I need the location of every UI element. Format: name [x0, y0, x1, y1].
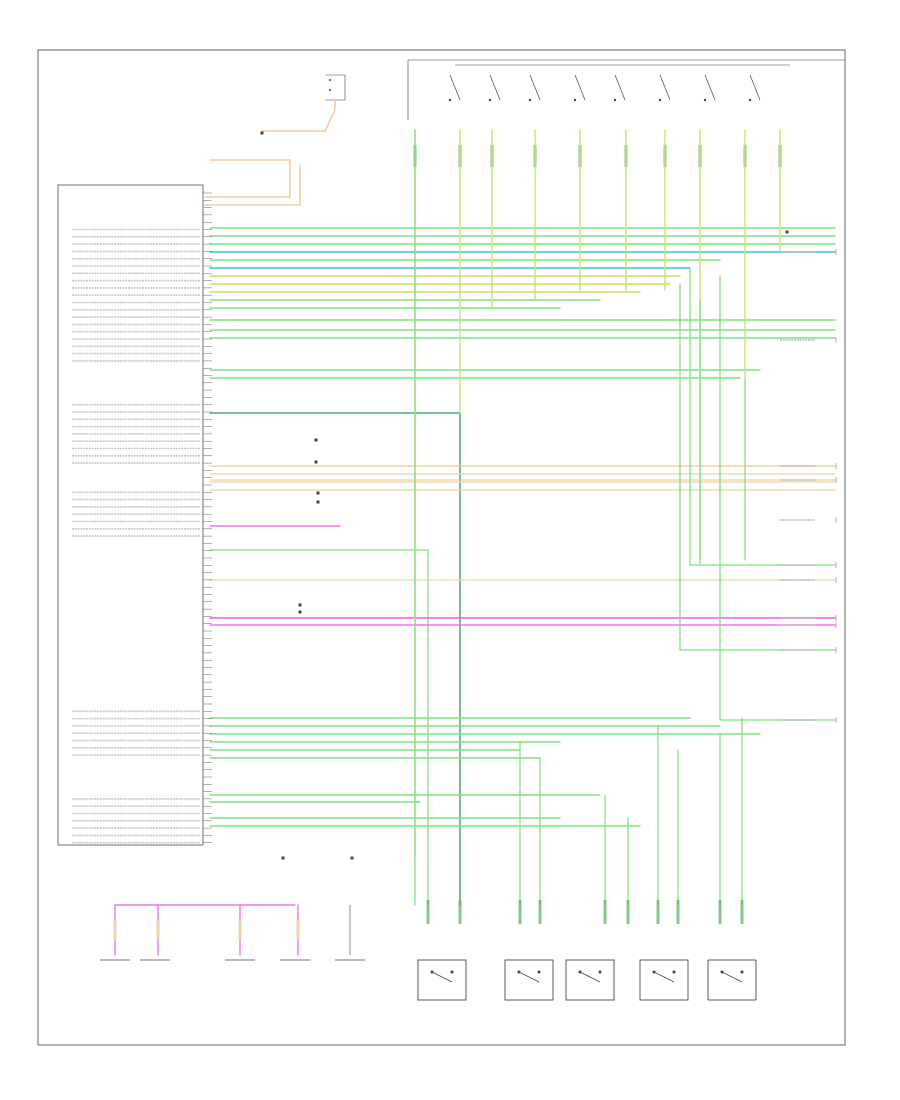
ground-symbols	[260, 131, 789, 860]
wire-connector	[626, 900, 630, 924]
sensor-node	[537, 970, 541, 974]
switch-node	[748, 98, 752, 102]
switch-node	[613, 98, 617, 102]
sensor-node	[740, 970, 744, 974]
switch-contact	[614, 74, 626, 101]
switch-contact	[449, 74, 461, 101]
wire-connector	[676, 900, 680, 924]
harness-wires	[204, 99, 836, 906]
switch-node	[528, 98, 532, 102]
wire-connector	[740, 900, 744, 924]
wire-connector	[518, 900, 522, 924]
ground-symbol	[314, 460, 318, 464]
control-module-box	[57, 184, 204, 846]
feed-wire	[261, 99, 336, 132]
sensor-box	[639, 959, 689, 1001]
sensor-box	[504, 959, 554, 1001]
ground-symbol	[281, 856, 285, 860]
top-switches	[413, 74, 782, 167]
switch-node	[488, 98, 492, 102]
teal-harness-wire	[209, 412, 461, 906]
ground-symbol	[298, 603, 302, 607]
switch-node	[573, 98, 577, 102]
sensor-contact	[518, 971, 540, 983]
sensor-box	[565, 959, 615, 1001]
wire-connector	[156, 920, 160, 940]
wire-connector	[603, 900, 607, 924]
sensor-contact	[431, 971, 453, 983]
feed-wire	[204, 159, 291, 198]
switch-contact	[659, 74, 671, 101]
connector-tags	[780, 249, 837, 723]
wire-connector	[458, 900, 462, 924]
ground-symbol	[316, 500, 320, 504]
sensor-contact	[653, 971, 675, 983]
switch-node	[703, 98, 707, 102]
switch-contact	[574, 74, 586, 101]
sensor-contact	[721, 971, 743, 983]
wire-connector	[718, 900, 722, 924]
ground-symbol	[316, 491, 320, 495]
sensor-node	[598, 970, 602, 974]
wire-connector	[238, 920, 242, 940]
sensor-box	[707, 959, 757, 1001]
switch-contact	[749, 74, 761, 101]
sensor-node	[450, 970, 454, 974]
vertical-wires	[414, 129, 836, 906]
diagram-frame	[37, 49, 846, 1046]
top-connector	[325, 74, 346, 101]
feed-wire	[204, 164, 301, 206]
wire-connector	[538, 900, 542, 924]
switch-node	[658, 98, 662, 102]
ground-symbol	[260, 131, 264, 135]
ground-symbol	[350, 856, 354, 860]
wire-connector	[113, 920, 117, 940]
wire-connector	[296, 920, 300, 940]
switch-contact	[529, 74, 541, 101]
switch-node	[448, 98, 452, 102]
wire-connector	[656, 900, 660, 924]
sensor-contact	[579, 971, 601, 983]
sensor-node	[672, 970, 676, 974]
ground-symbol	[785, 230, 789, 234]
switch-contact	[489, 74, 501, 101]
ground-symbol	[314, 438, 318, 442]
wire-connector	[426, 900, 430, 924]
module-pins	[72, 192, 212, 844]
ground-symbol	[298, 610, 302, 614]
switch-contact	[704, 74, 716, 101]
green-harness-wire	[209, 549, 429, 906]
sensor-box	[417, 959, 467, 1001]
top-module-outline	[407, 59, 845, 120]
bottom-components	[100, 900, 757, 1001]
